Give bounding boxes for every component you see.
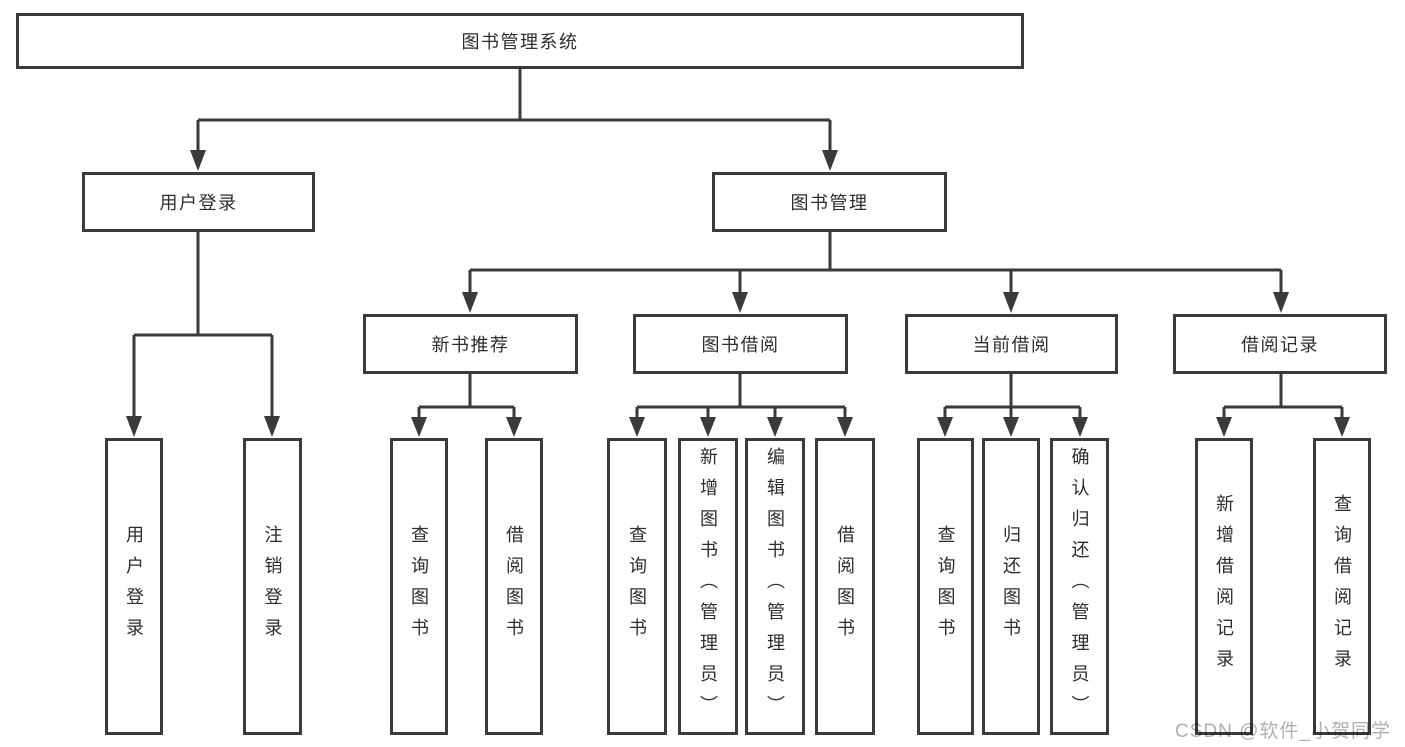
node-new-book-recommend: 新书推荐	[363, 314, 578, 374]
node-label: 新书推荐	[431, 335, 510, 355]
leaf-add-books-admin: 新增图书（管理员）	[678, 438, 738, 735]
leaf-label: 新增借阅记录	[1214, 493, 1234, 680]
leaf-user-login: 用户登录	[105, 438, 163, 735]
node-book-management: 图书管理	[712, 172, 947, 232]
leaf-label: 查询图书	[409, 524, 429, 649]
leaf-label: 查询借阅记录	[1332, 493, 1352, 680]
leaf-logout: 注销登录	[243, 438, 302, 735]
leaf-query-books-3: 查询图书	[917, 438, 974, 735]
node-borrow-record: 借阅记录	[1173, 314, 1387, 374]
leaf-label: 确认归还（管理员）	[1069, 447, 1090, 726]
leaf-label: 注销登录	[262, 524, 283, 649]
node-library-management-system: 图书管理系统	[16, 13, 1024, 69]
node-book-borrow: 图书借阅	[633, 314, 848, 374]
connector-root-to-level2	[190, 69, 838, 171]
leaf-label: 借阅图书	[835, 524, 855, 649]
connector-book-borrow-group	[629, 374, 853, 437]
leaf-label: 查询图书	[627, 524, 647, 649]
leaf-query-books-1: 查询图书	[390, 438, 448, 735]
leaf-label: 归还图书	[1001, 524, 1021, 649]
node-label: 当前借阅	[972, 335, 1051, 355]
leaf-borrow-books-1: 借阅图书	[485, 438, 543, 735]
node-label: 图书管理	[790, 193, 869, 213]
node-user-login: 用户登录	[82, 172, 315, 232]
node-label: 借阅记录	[1241, 335, 1319, 355]
leaf-label: 查询图书	[935, 524, 956, 649]
connector-book-management-branch	[462, 232, 1289, 313]
leaf-query-borrow-record: 查询借阅记录	[1313, 438, 1371, 735]
leaf-label: 新增图书（管理员）	[698, 447, 718, 726]
leaf-add-borrow-record: 新增借阅记录	[1195, 438, 1253, 735]
leaf-label: 借阅图书	[504, 524, 524, 649]
leaf-edit-books-admin: 编辑图书（管理员）	[745, 438, 805, 735]
leaf-query-books-2: 查询图书	[607, 438, 667, 735]
leaf-label: 用户登录	[124, 524, 144, 649]
node-label: 图书管理系统	[461, 32, 579, 52]
leaf-confirm-return-admin: 确认归还（管理员）	[1050, 438, 1109, 735]
node-label: 图书借阅	[701, 335, 780, 355]
node-current-borrow: 当前借阅	[905, 314, 1118, 374]
leaf-return-books: 归还图书	[982, 438, 1040, 735]
connector-current-borrow-group	[937, 374, 1088, 437]
watermark: CSDN @软件_小贺同学	[1175, 721, 1391, 742]
connector-borrow-record-group	[1216, 374, 1350, 437]
leaf-borrow-books-2: 借阅图书	[815, 438, 875, 735]
connector-user-login-branch	[126, 232, 280, 437]
leaf-label: 编辑图书（管理员）	[765, 447, 785, 726]
node-label: 用户登录	[159, 193, 238, 213]
connector-new-book-group	[411, 374, 522, 437]
